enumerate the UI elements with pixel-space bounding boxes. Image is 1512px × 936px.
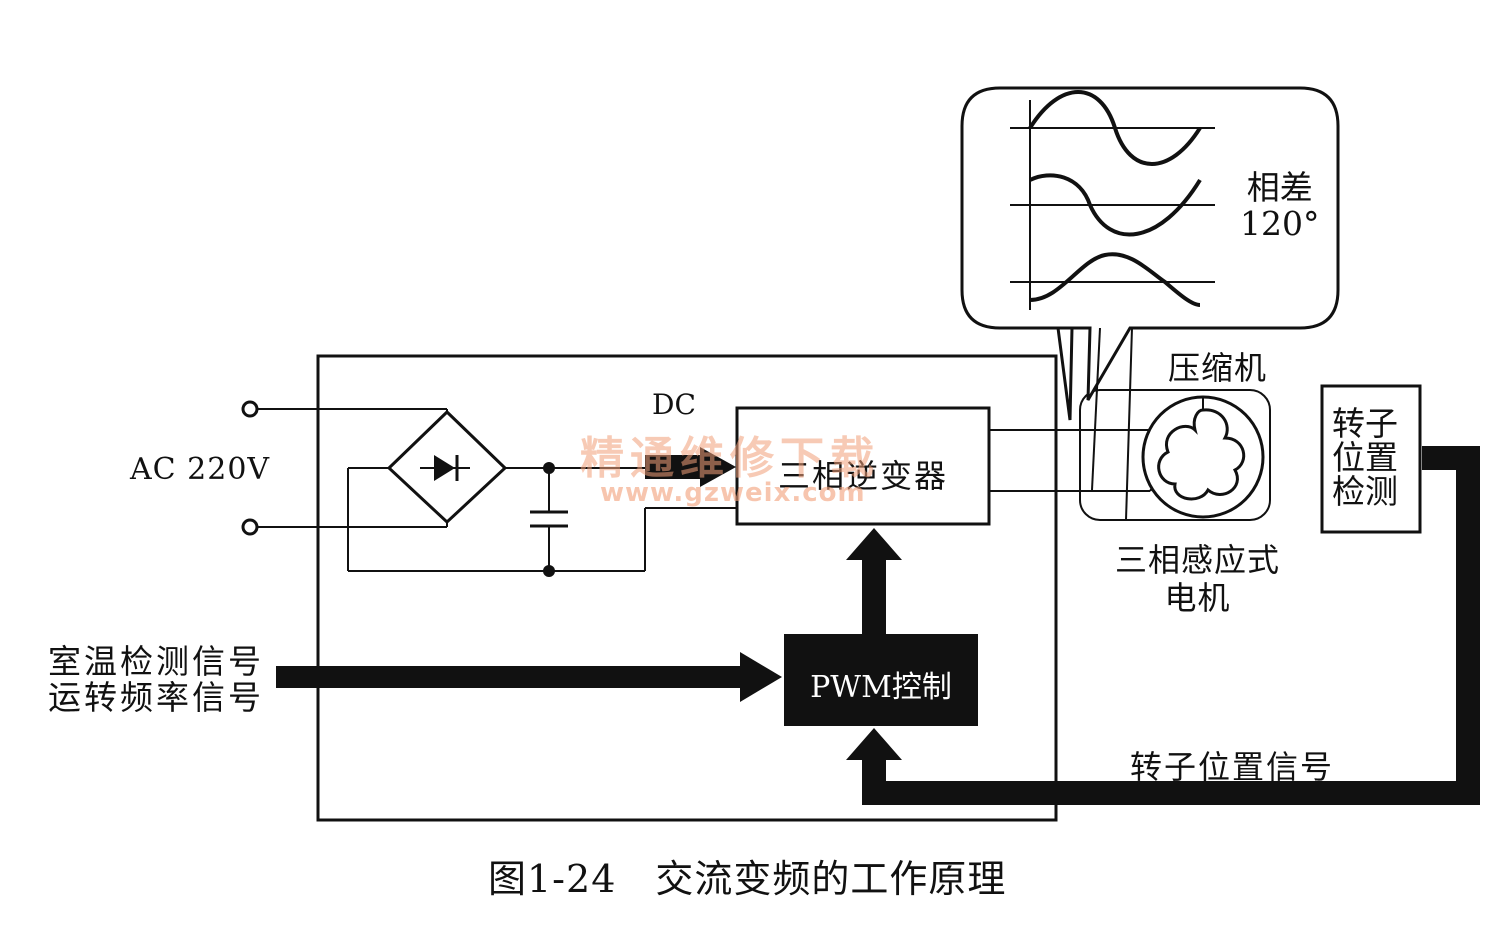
rotor-position-signal-label: 转子位置信号 [1130,748,1335,786]
input-signals-label: 室温检测信号 运转频率信号 [48,644,264,716]
rotor-detect-line2: 位置 [1332,438,1398,477]
watermark-url: www.gzweix.com [600,478,866,508]
motor-label-line2: 电机 [1164,579,1231,617]
inverter-label: 三相逆变器 [777,457,948,495]
phase-difference-label: 相差 120° [1240,170,1320,242]
compressor-label: 压缩机 [1168,349,1268,387]
dc-arrow [645,447,736,487]
input-signals-arrow [276,652,782,702]
motor-label-line1: 三相感应式 [1115,541,1281,579]
dc-label: DC [652,388,696,421]
bridge-rectifier [386,409,508,525]
rotor-position-feedback-arrow [846,446,1480,805]
filter-capacitor [530,462,568,577]
inverter-box [735,406,991,526]
rotor-detect-line1: 转子 [1332,404,1398,443]
pwm-to-inverter-arrow [846,528,902,634]
motor-label: 三相感应式 电机 [1115,541,1280,617]
watermark-text: 精通维修下载 [580,433,880,484]
rotor-detect-line3: 检测 [1332,472,1398,511]
control-unit-box [316,354,1058,822]
ac-input-label: AC 220V [130,452,271,487]
compressor-motor [1079,389,1271,521]
phase-label-line1: 相差 [1246,168,1313,207]
pwm-control-box [784,634,978,726]
rotor-position-detect-box [1320,384,1422,534]
phase-label-line2: 120° [1240,204,1320,243]
pwm-control-label: PWM控制 [810,670,952,705]
frequency-signal-label: 运转频率信号 [48,678,264,717]
ac-terminal-bottom [241,518,259,536]
room-temp-signal-label: 室温检测信号 [48,642,264,681]
figure-caption: 图1-24 交流变频的工作原理 [488,857,1007,901]
waveform-callout [960,86,1340,521]
ac-terminal-top [241,400,259,418]
rotor-detect-label: 转子 位置 检测 [1325,407,1405,509]
